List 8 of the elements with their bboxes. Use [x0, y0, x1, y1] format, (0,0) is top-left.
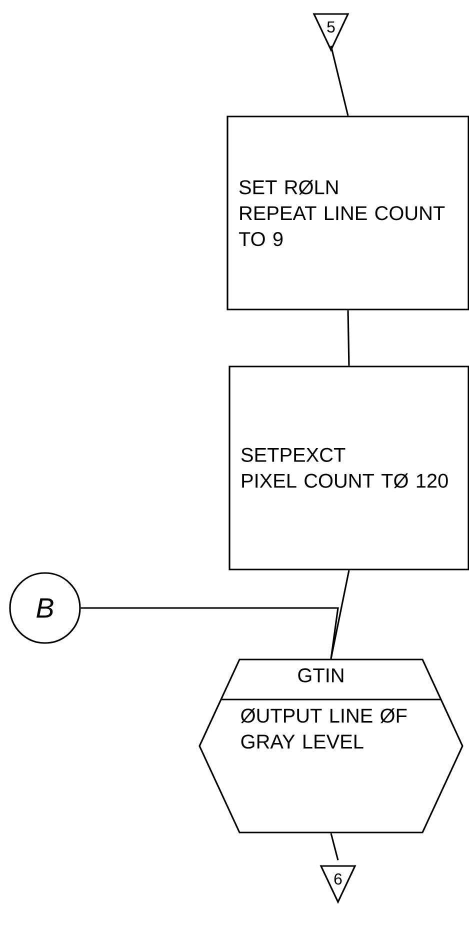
- process-box: SET RØLN REPEAT LINE COUNT TO 9: [226, 116, 469, 310]
- flow-line: [80, 607, 339, 659]
- process-box: SETPEXCT PIXEL COUNT TØ 120: [228, 366, 469, 570]
- flow-line: [330, 833, 339, 860]
- flow-line: [330, 46, 349, 116]
- subroutine-hexagon: GTIN ØUTPUT LINE ØF GRAY LEVEL: [198, 658, 464, 834]
- flow-line: [347, 310, 350, 366]
- flow-line: [330, 570, 350, 659]
